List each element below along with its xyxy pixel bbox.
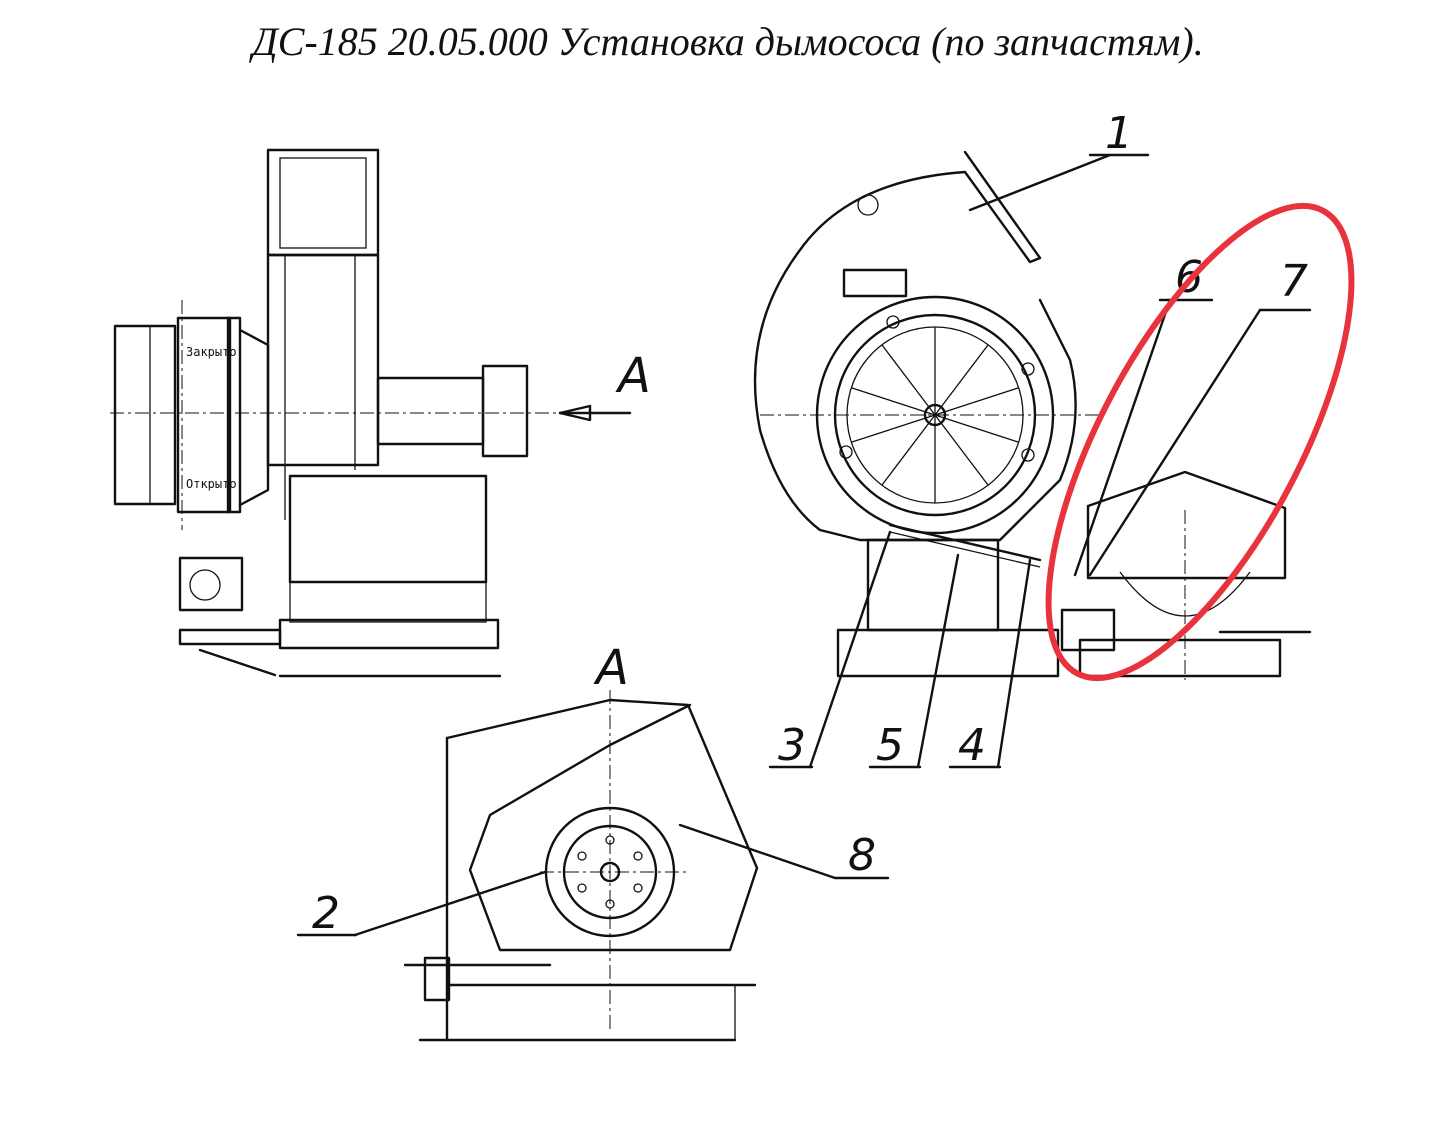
view-a-label: А: [593, 640, 629, 696]
open-label: Открыто: [186, 477, 237, 491]
highlight-ellipse: [1045, 202, 1355, 682]
side-view: Закрыто Открыто А: [110, 148, 651, 678]
view-a-arrow-label: А: [615, 348, 651, 404]
callout-1: 1: [1105, 108, 1133, 159]
page-title: ДС-185 20.05.000 Установка дымососа (по …: [252, 19, 1204, 64]
callout-leaders: [296, 153, 1312, 937]
callout-7: 7: [1280, 256, 1308, 307]
callout-4: 4: [958, 720, 986, 771]
callout-8: 8: [848, 830, 876, 881]
callout-2: 2: [312, 888, 340, 939]
callout-numbers: 1 2 3 4 5 6 7 8: [312, 108, 1308, 939]
front-view: [753, 150, 1312, 680]
view-a: А: [403, 640, 759, 1042]
callout-5: 5: [876, 720, 904, 771]
closed-label: Закрыто: [186, 345, 237, 359]
callout-3: 3: [778, 720, 806, 771]
